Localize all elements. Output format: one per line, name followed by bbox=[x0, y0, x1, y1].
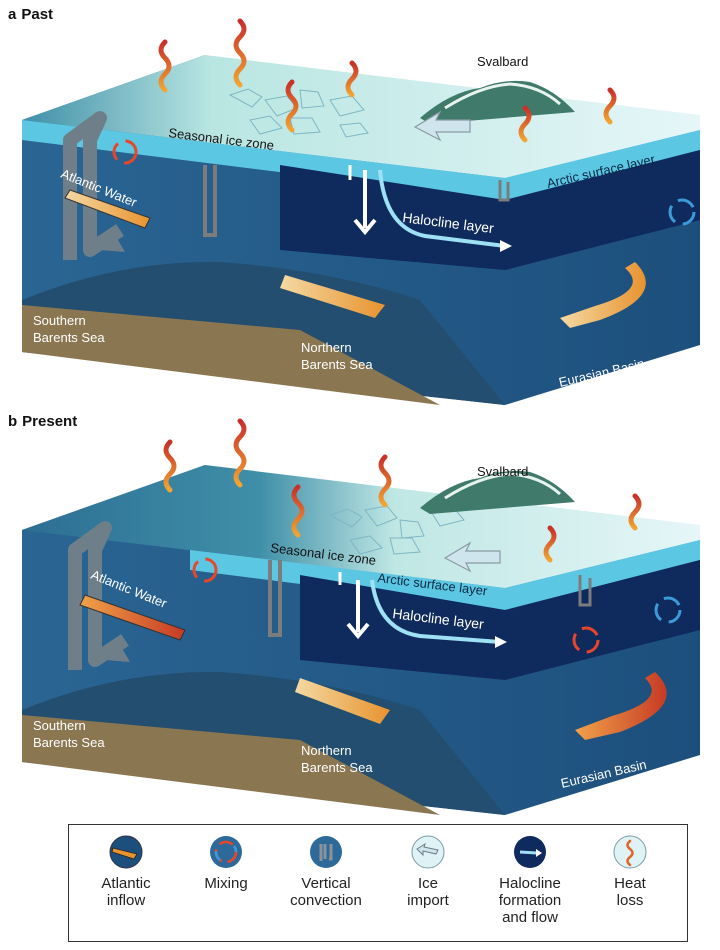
heat-loss-waves bbox=[163, 418, 642, 563]
svalbard-mountain bbox=[420, 80, 575, 124]
halocline-layer-region bbox=[300, 560, 700, 680]
ice-import-arrow bbox=[413, 110, 471, 142]
ice-floes bbox=[228, 88, 369, 138]
vertical-convection-icon bbox=[310, 836, 342, 868]
halocline-down-arrow bbox=[346, 580, 370, 640]
atlantic-inflow-arrow bbox=[295, 678, 390, 724]
northern-barents-label-line2: Barents Sea bbox=[301, 760, 373, 775]
northern-barents-label-line1: Northern bbox=[301, 743, 352, 758]
mixing-circle bbox=[572, 626, 600, 654]
panel-b-diagram: Svalbard Seasonal ice zone Arctic surfac… bbox=[22, 418, 700, 815]
halocline-layer-region bbox=[280, 150, 700, 270]
southern-barents-label-line2: Barents Sea bbox=[33, 735, 105, 750]
mixing-circle bbox=[668, 198, 696, 226]
mixing-circle bbox=[192, 557, 218, 583]
mixing-circle bbox=[654, 596, 682, 624]
panel-a-title: Past bbox=[21, 6, 54, 23]
southern-barents-label-line1: Southern bbox=[33, 313, 86, 328]
atlantic-inflow-arrow bbox=[575, 672, 667, 740]
panel-b-title: Present bbox=[22, 413, 78, 430]
arctic-surface-layer bbox=[190, 540, 700, 610]
ice-import-icon bbox=[411, 835, 445, 869]
atlantic-inflow-arrow bbox=[280, 275, 385, 318]
southern-barents-label-line2: Barents Sea bbox=[33, 330, 105, 345]
svalbard-mountain bbox=[420, 470, 575, 514]
panel-b-letter: b bbox=[8, 413, 18, 430]
southern-barents-label-line1: Southern bbox=[33, 718, 86, 733]
heat-loss-icon bbox=[613, 835, 647, 869]
northern-barents-label-line2: Barents Sea bbox=[301, 357, 373, 372]
panel-a-diagram: Svalbard Seasonal ice zone Arctic surfac… bbox=[22, 18, 700, 405]
halocline-formation-icon bbox=[514, 836, 546, 868]
convection-arrow-large bbox=[68, 521, 129, 670]
northern-barents-label-line1: Northern bbox=[301, 340, 352, 355]
atlantic-inflow-arrow bbox=[560, 262, 646, 328]
halocline-down-arrow bbox=[353, 170, 377, 236]
atlantic-inflow-arrow bbox=[64, 189, 151, 229]
atlantic-inflow-arrow bbox=[79, 594, 186, 641]
arctic-surface-layer bbox=[22, 120, 700, 200]
heat-loss-waves bbox=[158, 18, 617, 143]
atlantic-inflow-icon bbox=[109, 835, 143, 869]
mixing-icon bbox=[210, 836, 242, 868]
seafloor-sediment bbox=[22, 305, 440, 405]
legend-item-mixing: Mixing bbox=[177, 825, 275, 892]
seafloor-sediment bbox=[22, 715, 440, 815]
ice-top-surface bbox=[22, 55, 700, 178]
ice-import-arrow bbox=[443, 541, 501, 573]
convection-arrow-large bbox=[63, 111, 124, 260]
svalbard-label: Svalbard bbox=[477, 464, 528, 479]
panel-a-letter: a bbox=[8, 6, 17, 23]
mixing-circle bbox=[112, 139, 138, 165]
svalbard-label: Svalbard bbox=[477, 54, 528, 69]
ice-top-surface bbox=[22, 465, 700, 588]
